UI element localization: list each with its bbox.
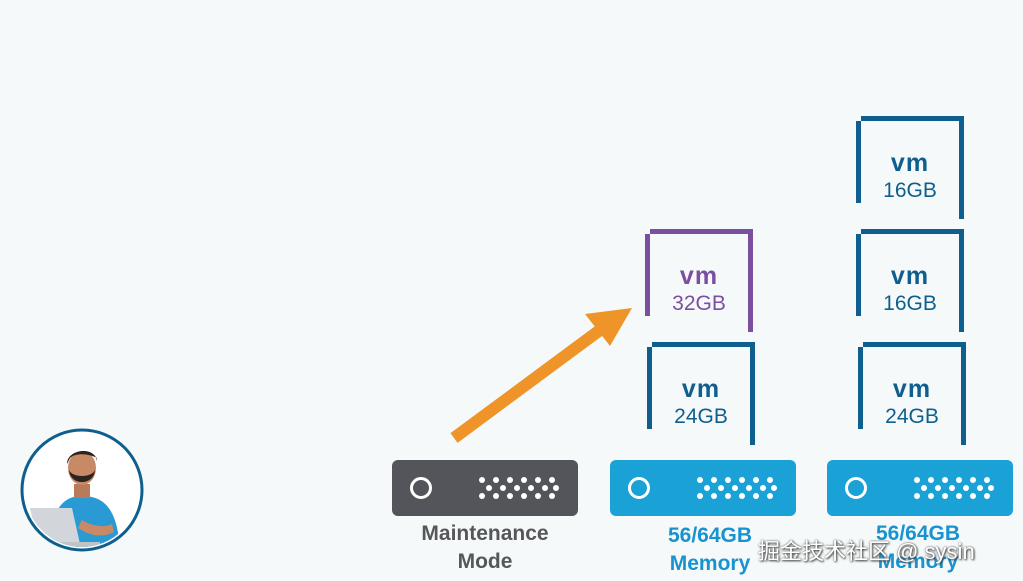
vm-box: vm 16GB xyxy=(856,229,964,332)
admin-avatar xyxy=(20,428,144,552)
vm-box: vm 32GB xyxy=(645,229,753,332)
vm-name: vm xyxy=(681,375,721,403)
host-label-line1: Maintenance xyxy=(421,522,549,545)
vent-dots-icon xyxy=(697,477,777,499)
vm-size: 16GB xyxy=(883,292,937,315)
host-label-line2: Mode xyxy=(457,550,513,573)
vm-size: 24GB xyxy=(885,405,939,428)
vm-name: vm xyxy=(679,262,719,290)
host-label-line1: 56/64GB xyxy=(875,522,961,545)
host-server-maintenance xyxy=(392,460,578,516)
power-indicator-icon xyxy=(410,477,432,499)
vent-dots-icon xyxy=(914,477,994,499)
vm-box: vm 16GB xyxy=(856,116,964,219)
host-label: 56/64GB Memory xyxy=(818,520,1018,576)
host-label-line1: 56/64GB xyxy=(667,524,753,547)
watermark: 掘金技术社区 @ sysin xyxy=(758,539,975,564)
vm-box: vm 24GB xyxy=(858,342,966,445)
host-label-line2: Memory xyxy=(669,552,751,575)
host-server xyxy=(610,460,796,516)
power-indicator-icon xyxy=(845,477,867,499)
migration-arrow xyxy=(450,308,632,443)
vm-size: 24GB xyxy=(674,405,728,428)
host-server xyxy=(827,460,1013,516)
host-label-line2: Memory xyxy=(877,550,959,573)
vm-name: vm xyxy=(890,262,930,290)
vm-size: 16GB xyxy=(883,179,937,202)
host-label: 56/64GB Memory xyxy=(610,522,810,578)
vm-box: vm 24GB xyxy=(647,342,755,445)
host-label: Maintenance Mode xyxy=(392,520,578,576)
vm-name: vm xyxy=(890,149,930,177)
vm-size: 32GB xyxy=(672,292,726,315)
vent-dots-icon xyxy=(479,477,559,499)
vm-name: vm xyxy=(892,375,932,403)
power-indicator-icon xyxy=(628,477,650,499)
